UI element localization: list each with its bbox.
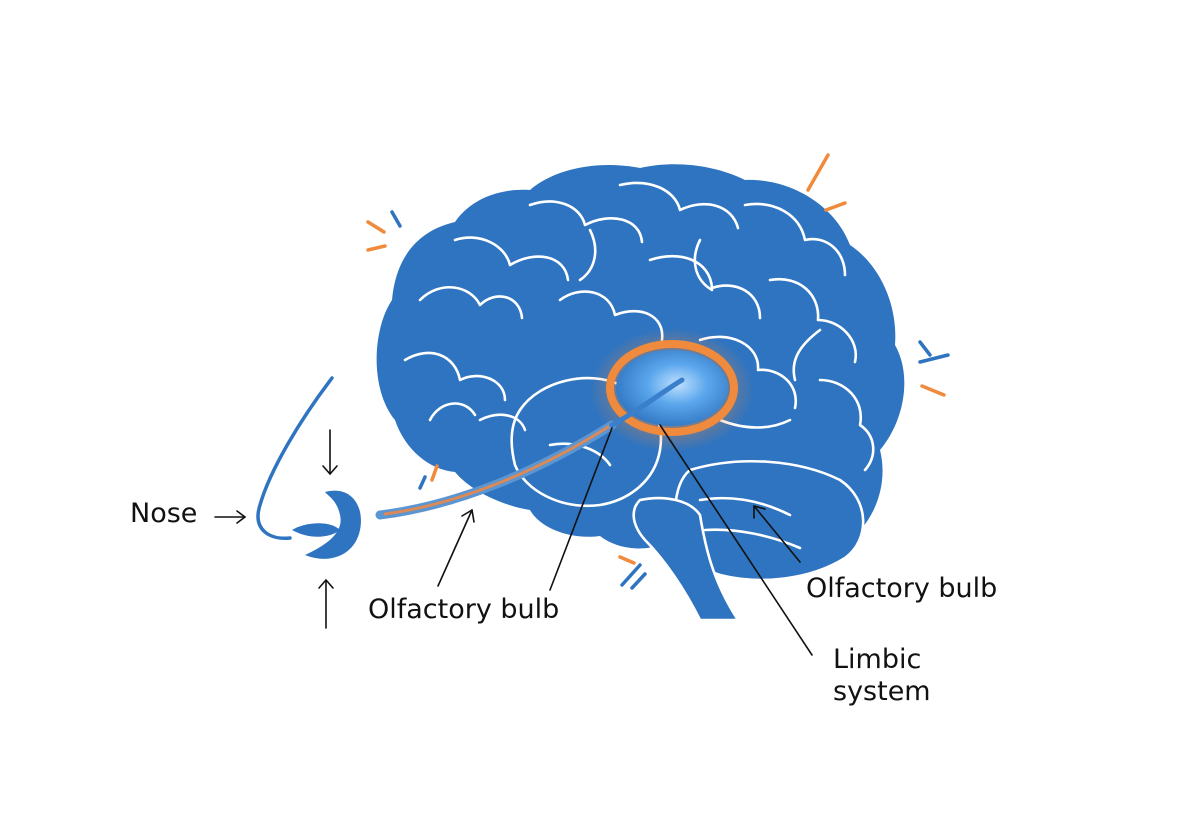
limbic-label-line1: Limbic: [833, 644, 922, 675]
arrow-up-nostril-head: [318, 579, 334, 589]
arrow-icon-right-bulb: [753, 505, 766, 519]
pointer-right-bulb: [753, 505, 801, 563]
arrow-down-head: [322, 465, 338, 475]
pointer-left-bulb: [437, 509, 473, 587]
limbic-system-label: Limbic system: [833, 644, 931, 709]
limbic-ring: [606, 340, 738, 436]
olfactory-bulb-label-right: Olfactory bulb: [806, 573, 998, 604]
olfactory-tract-inner: [609, 377, 685, 428]
brainstem: [632, 496, 741, 622]
pointer-limbic-system: [659, 424, 813, 656]
arrow-right-head: [236, 510, 246, 524]
brain-gyri: [403, 181, 875, 550]
brain-icon: [376, 164, 905, 622]
olfactory-tract-highlight: [383, 425, 610, 516]
olfactory-bulb-label-left: Olfactory bulb: [368, 594, 560, 625]
nose-label: Nose: [130, 498, 198, 529]
nose-icon: [256, 376, 361, 559]
spark-icon: [366, 153, 950, 590]
arrow-up-icon: [461, 509, 475, 523]
limbic-label-line2: system: [833, 676, 931, 708]
pointer-limbic-left: [549, 427, 613, 591]
